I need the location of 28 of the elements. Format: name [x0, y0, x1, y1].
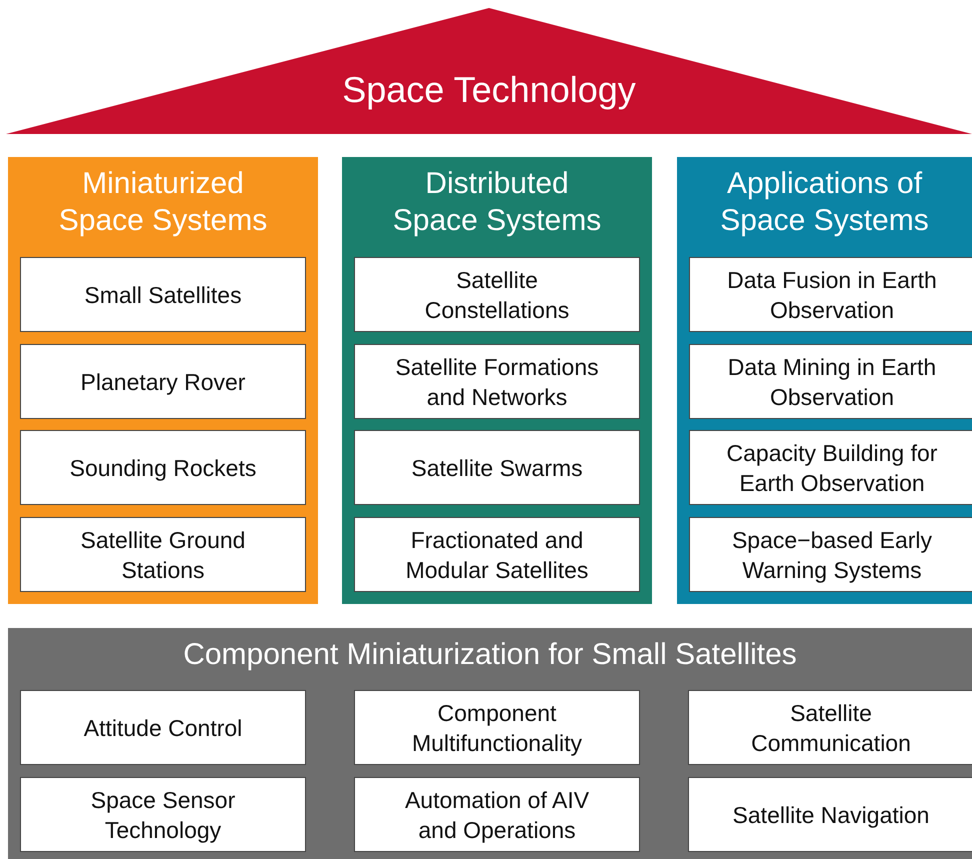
- topic-box: Data Mining in Earth Observation: [689, 344, 972, 419]
- topic-box: Planetary Rover: [20, 344, 306, 419]
- topic-box: Data Fusion in Earth Observation: [689, 257, 972, 332]
- category-panel: [8, 628, 972, 859]
- topic-box: Satellite Swarms: [354, 430, 640, 505]
- topic-box: Capacity Building for Earth Observation: [689, 430, 972, 505]
- roof-banner: [6, 8, 972, 134]
- panel-title: Miniaturized Space Systems: [58, 166, 268, 239]
- topic-box: Space−based Early Warning Systems: [689, 517, 972, 592]
- panel-title: Applications of Space Systems: [719, 166, 930, 239]
- roof-title: Space Technology: [341, 70, 637, 110]
- topic-box: Automation of AIV and Operations: [354, 777, 640, 852]
- topic-box: Sounding Rockets: [20, 430, 306, 505]
- topic-box: Fractionated and Modular Satellites: [354, 517, 640, 592]
- panel-title: Distributed Space Systems: [392, 166, 602, 239]
- category-panel: [677, 157, 972, 604]
- category-panel: [8, 157, 318, 604]
- topic-box: Satellite Communication: [688, 690, 972, 765]
- topic-box: Satellite Navigation: [688, 777, 972, 852]
- topic-box: Space Sensor Technology: [20, 777, 306, 852]
- topic-box: Component Multifunctionality: [354, 690, 640, 765]
- topic-box: Small Satellites: [20, 257, 306, 332]
- topic-box: Satellite Ground Stations: [20, 517, 306, 592]
- topic-box: Satellite Formations and Networks: [354, 344, 640, 419]
- topic-box: Satellite Constellations: [354, 257, 640, 332]
- panel-title: Component Miniaturization for Small Satellites: [182, 637, 798, 673]
- category-panel: [342, 157, 652, 604]
- topic-box: Attitude Control: [20, 690, 306, 765]
